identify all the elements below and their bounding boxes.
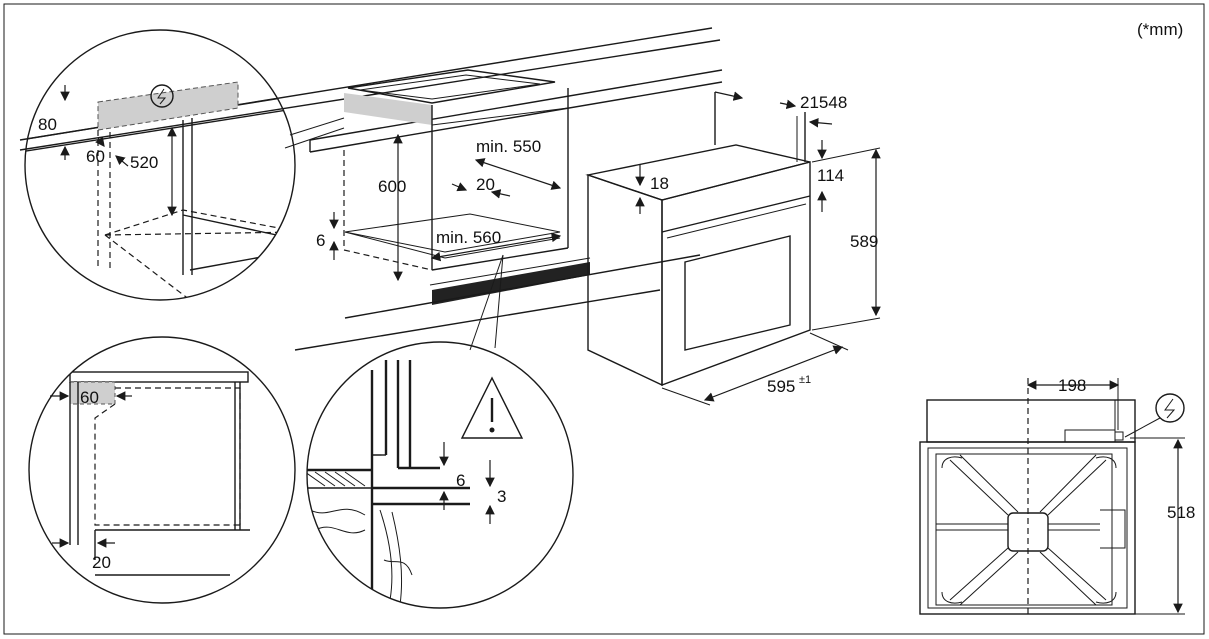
- dim-20-side: 20: [92, 553, 111, 572]
- detail-bottom-left: 60 20: [28, 336, 296, 604]
- dim-80: 80: [38, 115, 57, 134]
- dim-18: 18: [650, 174, 669, 193]
- detail-top-left: 80 60 520: [24, 29, 296, 301]
- dim-589: 589: [850, 232, 878, 251]
- dim-600: 600: [378, 177, 406, 196]
- dim-min560: min. 560: [436, 228, 501, 247]
- oven-dimensions: 21548 18 114 589 595 ±1: [635, 93, 881, 406]
- dim-595: 595: [767, 377, 795, 396]
- electrical-zone: [344, 93, 432, 125]
- dim-6-cabinet: 6: [316, 231, 325, 250]
- detail-bottom-middle: 6 3: [306, 341, 574, 609]
- dim-60-side: 60: [80, 388, 99, 407]
- top-view: 198 518: [919, 376, 1195, 615]
- electric-symbol-icon: [150, 84, 174, 108]
- oven: [585, 91, 811, 387]
- dim-520: 520: [130, 153, 158, 172]
- dim-518: 518: [1167, 503, 1195, 522]
- dim-595-tolerance: ±1: [799, 374, 811, 386]
- dim-114: 114: [817, 166, 844, 185]
- dim-60-top: 60: [86, 147, 105, 166]
- dim-min550: min. 550: [476, 137, 541, 156]
- unit-note: (*mm): [1137, 20, 1183, 39]
- cabinet-dimensions: 600 min. 550 20 6 min. 560: [284, 117, 562, 351]
- dim-21548: 21548: [800, 93, 847, 112]
- outer-frame: [3, 3, 1205, 635]
- warning-icon: [460, 376, 524, 439]
- dim-6-detail: 6: [456, 471, 465, 490]
- dim-3-detail: 3: [497, 487, 506, 506]
- dim-20-cabinet: 20: [476, 175, 495, 194]
- dim-198: 198: [1058, 376, 1086, 395]
- counter-and-cabinet: [19, 27, 723, 351]
- electric-connection-icon: [1155, 393, 1185, 423]
